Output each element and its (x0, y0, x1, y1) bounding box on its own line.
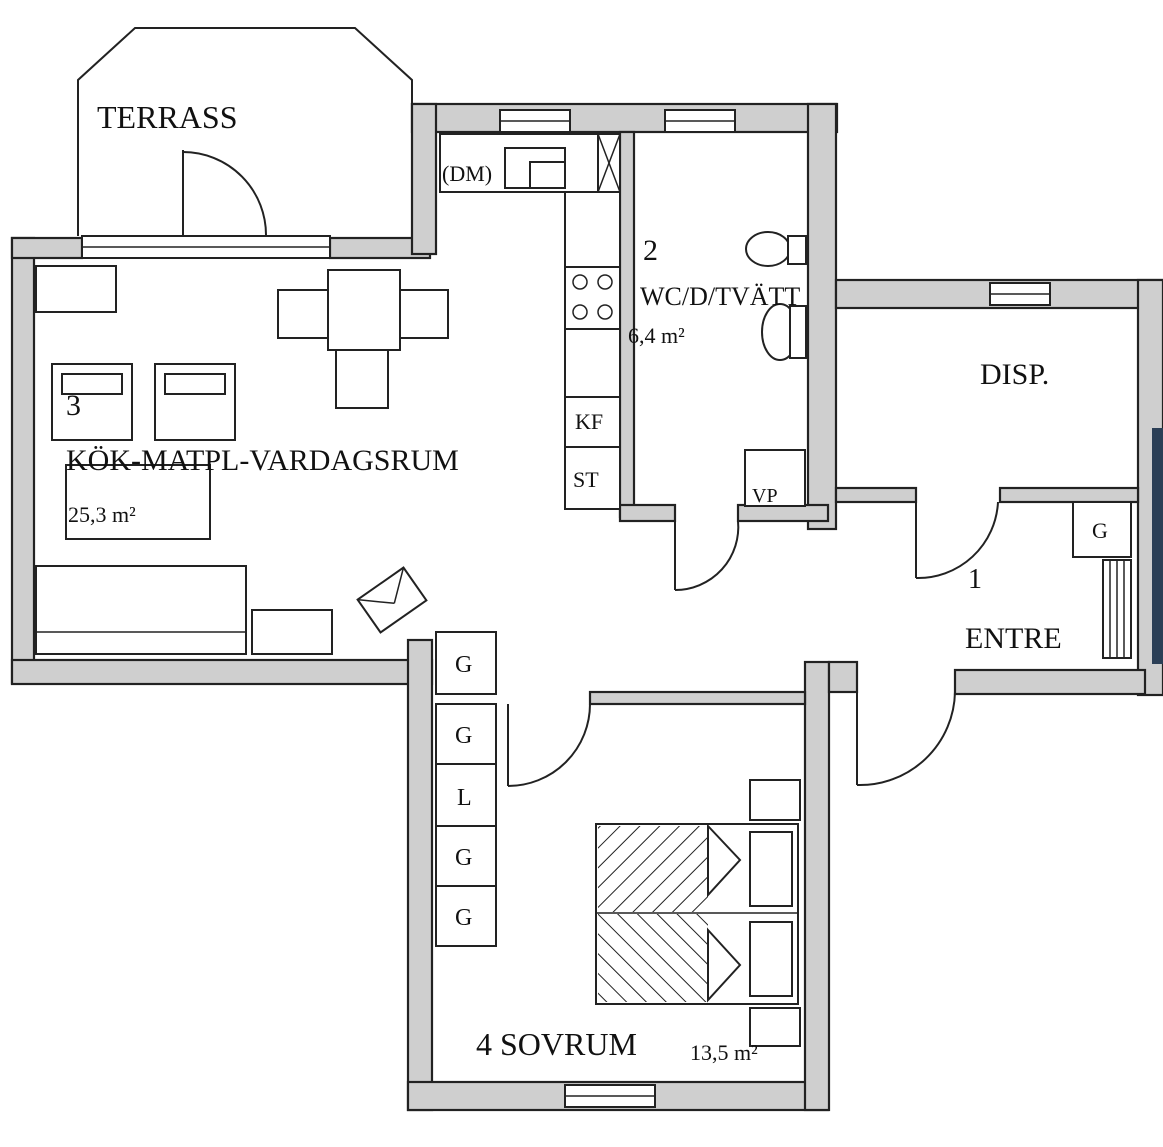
walls (10, 102, 1163, 1112)
dishwasher-label: (DM) (442, 161, 492, 186)
wardrobe-g-2: G (455, 723, 472, 749)
bath-number: 2 (643, 234, 658, 267)
living-room-area: 25,3 m² (68, 502, 136, 527)
bedroom: G G L G G 4 SOVRUM 13,5 m² (435, 631, 801, 1065)
fridge-label: KF (575, 409, 603, 434)
living-room-number: 3 (66, 389, 81, 422)
wardrobe-l: L (457, 785, 472, 811)
storage-label: DISP. (980, 358, 1049, 391)
bathroom: VP 2 WC/D/TVÄTT 6,4 m² (628, 231, 807, 592)
windows (81, 109, 1051, 1108)
living-room-name: KÖK-MATPL-VARDAGSRUM (66, 444, 459, 477)
storage-entry: DISP. G 1 ENTRE (856, 358, 1132, 787)
kitchen: (DM) KF ST (439, 133, 621, 510)
wardrobe-g-4: G (455, 905, 472, 931)
bath-name: WC/D/TVÄTT (640, 282, 800, 311)
edge-accent-bar (1152, 428, 1163, 664)
water-heater-label: VP (752, 485, 778, 507)
closet-st-label: ST (573, 467, 599, 492)
wardrobe-g-1: G (455, 652, 472, 678)
entry-number: 1 (968, 564, 982, 595)
double-bed (595, 779, 801, 1047)
terrace-label: TERRASS (97, 99, 237, 135)
bedroom-wardrobes: G G L G G (435, 631, 497, 947)
bath-area: 6,4 m² (628, 323, 685, 348)
terrace: TERRASS (77, 27, 413, 237)
entry-name: ENTRE (965, 622, 1062, 655)
bedroom-name: 4 SOVRUM (476, 1026, 637, 1062)
living-furniture (35, 265, 449, 655)
entry-wardrobe-label: G (1092, 518, 1108, 543)
bedroom-area: 13,5 m² (690, 1040, 758, 1065)
living-room-labels: 3 KÖK-MATPL-VARDAGSRUM 25,3 m² (66, 389, 459, 527)
wardrobe-g-3: G (455, 845, 472, 871)
